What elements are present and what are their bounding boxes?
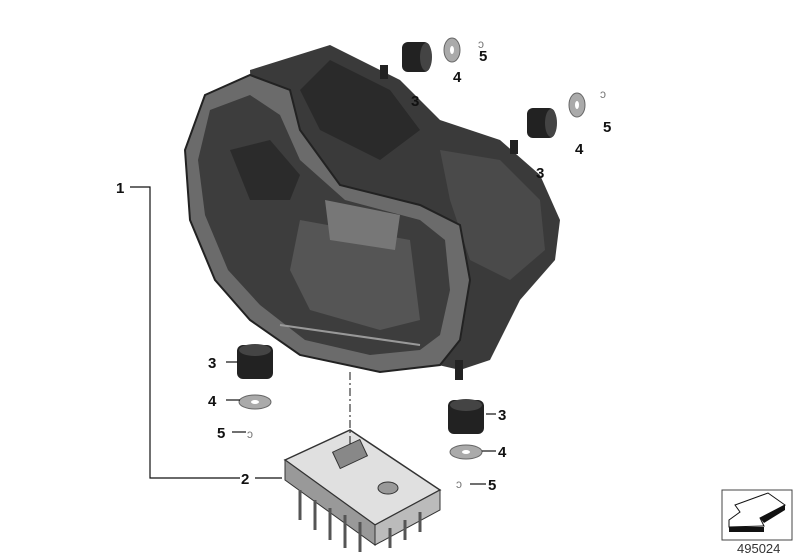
washer[interactable] xyxy=(568,92,586,118)
grommet[interactable] xyxy=(527,108,557,138)
clip-icon: ↄ xyxy=(600,87,606,101)
callout-3: 3 xyxy=(536,165,544,182)
callout-3: 3 xyxy=(411,93,419,110)
grommet[interactable] xyxy=(402,42,432,72)
diagram-number: 495024 xyxy=(737,541,780,556)
callout-5: 5 xyxy=(479,48,487,65)
washer[interactable] xyxy=(443,37,461,63)
callout-5: 5 xyxy=(217,425,225,442)
leader-lines xyxy=(130,186,496,485)
clip-icon: ↄ xyxy=(456,477,462,491)
callout-2: 2 xyxy=(241,471,249,488)
arrow-down-left-icon xyxy=(721,489,793,541)
clip-icon: ↄ xyxy=(478,37,484,51)
grommet[interactable] xyxy=(237,344,273,379)
callout-3: 3 xyxy=(498,407,506,424)
grommet[interactable] xyxy=(448,399,484,434)
washer[interactable] xyxy=(449,444,483,460)
clip-icon: ↄ xyxy=(247,427,253,441)
control-unit[interactable] xyxy=(283,429,442,552)
callout-5: 5 xyxy=(488,477,496,494)
callout-3: 3 xyxy=(208,355,216,372)
callout-1: 1 xyxy=(116,180,124,197)
callout-4: 4 xyxy=(498,444,507,461)
washer[interactable] xyxy=(238,394,272,410)
headlight-assembly[interactable] xyxy=(183,45,560,380)
callout-4: 4 xyxy=(453,69,462,86)
callout-5: 5 xyxy=(603,119,611,136)
callout-4: 4 xyxy=(208,393,217,410)
callout-4: 4 xyxy=(575,141,584,158)
